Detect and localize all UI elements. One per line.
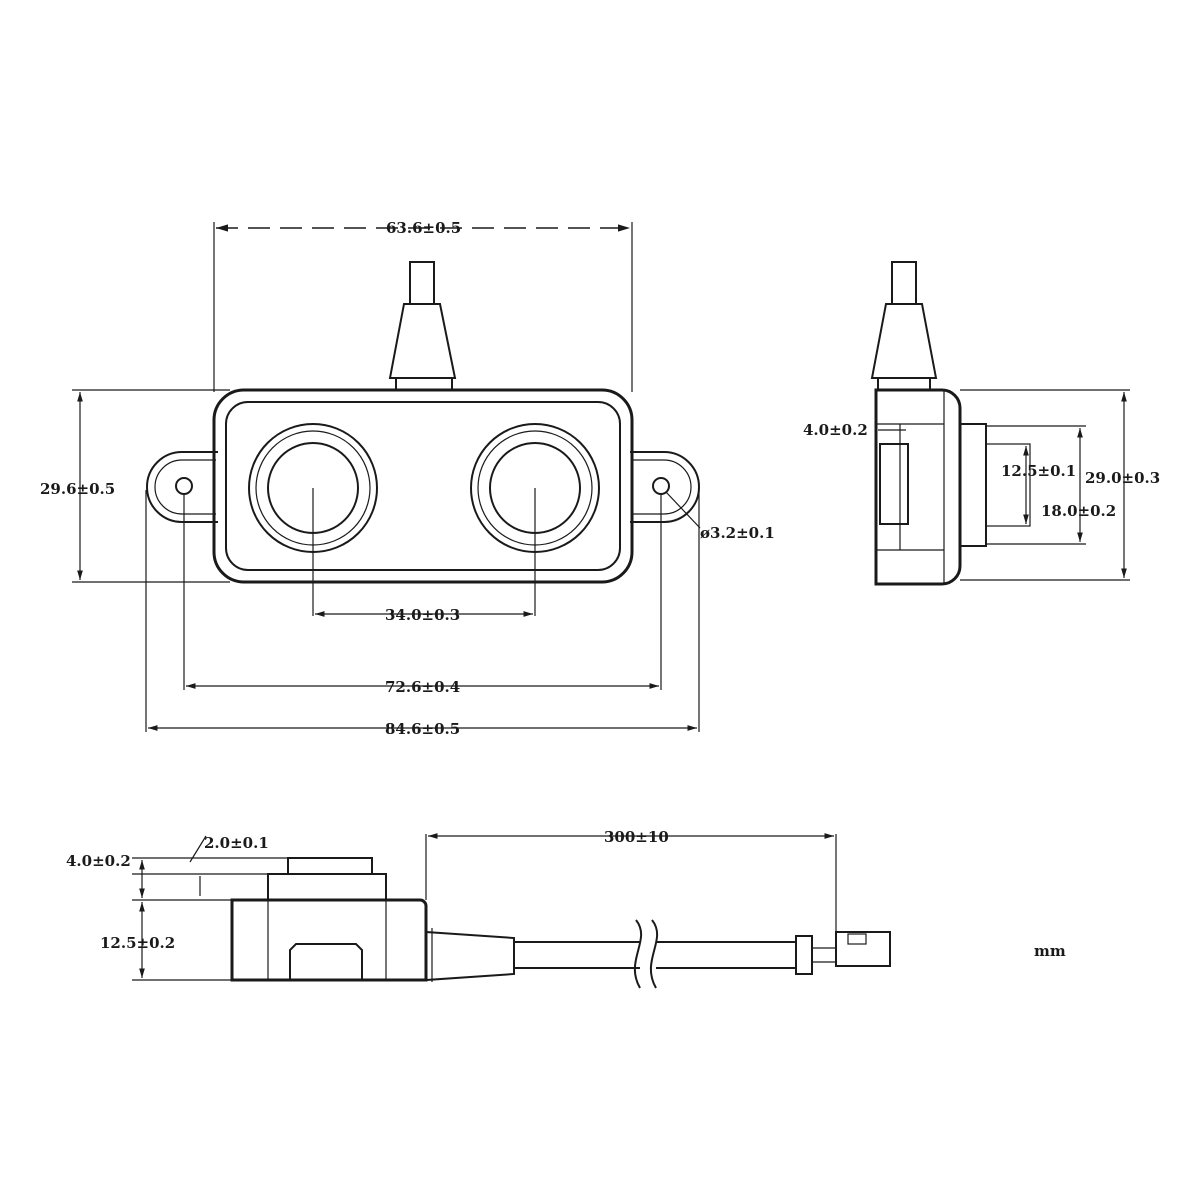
bottom-view: 4.0±0.2 2.0±0.1 12.5±0.2 300±10 [66,828,891,989]
dim-body-depth: 12.5±0.2 [100,934,175,952]
dim-transducer-outer: 18.0±0.2 [1041,502,1116,520]
dim-overall-width: 84.6±0.5 [385,720,460,738]
dim-hole-spacing: 72.6±0.4 [385,678,460,696]
dim-step: 2.0±0.1 [204,834,269,852]
mounting-tab-left [146,451,218,523]
cable-strain-relief-side [870,261,938,391]
dim-transducer-inner: 12.5±0.1 [1001,462,1076,480]
dim-height-front: 29.6±0.5 [40,480,115,498]
front-view: 63.6±0.5 29.6±0.5 ø3.2±0.1 34.0±0.3 72.6… [40,219,775,738]
side-body [874,388,1031,586]
unit-label: mm [1034,942,1066,960]
dim-top-thickness: 4.0±0.2 [66,852,131,870]
bottom-body [230,857,428,982]
dim-cable-length: 300±10 [604,828,669,846]
cable [425,919,891,989]
dim-hole-diameter: ø3.2±0.1 [700,524,775,542]
dim-transducer-spacing: 34.0±0.3 [385,606,460,624]
cable-strain-relief-top [388,261,457,391]
dim-width-top: 63.6±0.5 [386,219,461,237]
dim-flange-thickness: 4.0±0.2 [803,421,868,439]
dim-body-height: 29.0±0.3 [1085,469,1160,487]
sensor-body [212,388,634,584]
mounting-tab-right [630,451,700,523]
side-view: 4.0±0.2 12.5±0.1 18.0±0.2 29.0±0.3 [803,261,1160,586]
